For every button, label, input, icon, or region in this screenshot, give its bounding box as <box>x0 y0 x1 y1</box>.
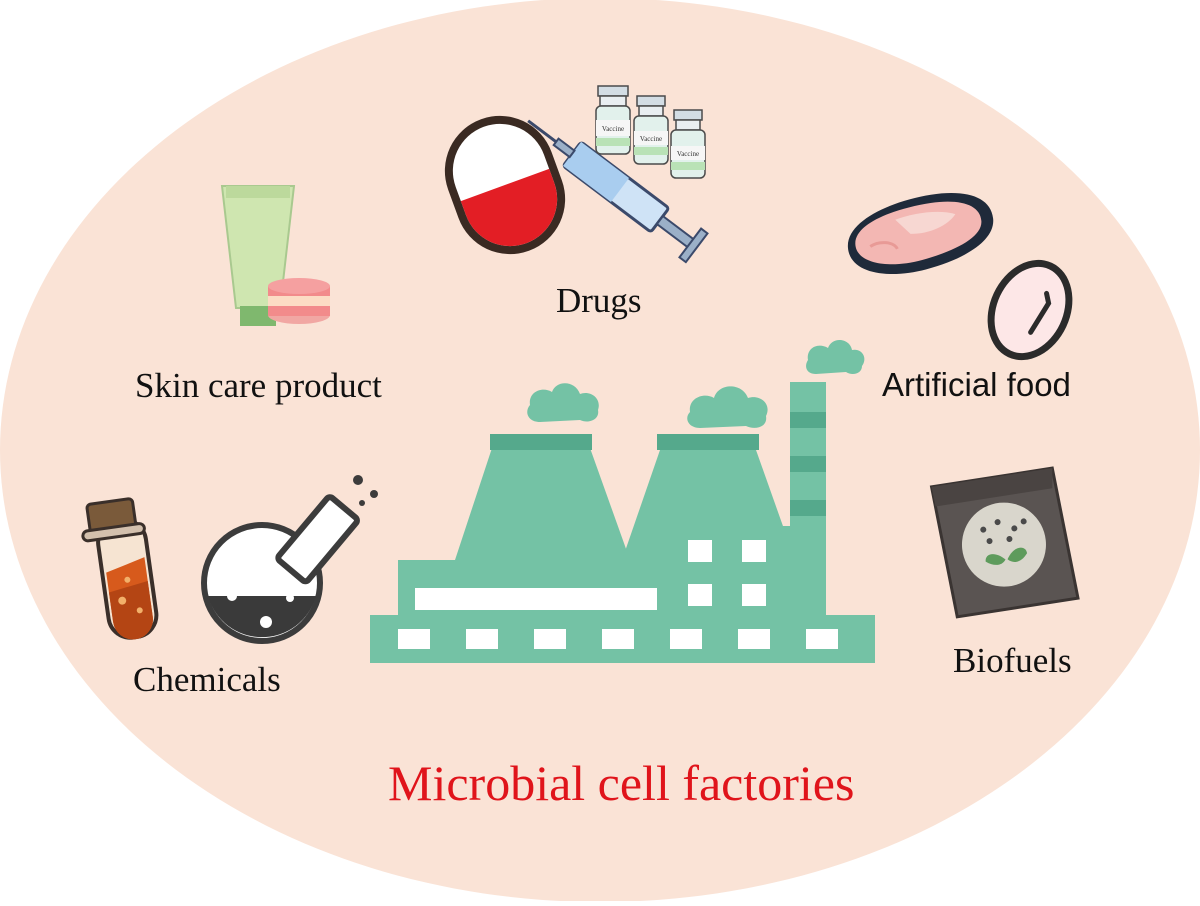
syringe-icon <box>527 119 709 264</box>
vial-label: Vaccine <box>640 135 662 143</box>
label-skin-care-product: Skin care product <box>135 366 382 405</box>
factory-icon <box>370 339 875 663</box>
label-drugs: Drugs <box>556 281 642 320</box>
test-tube-icon <box>81 497 159 640</box>
artificial-egg-icon <box>987 259 1073 361</box>
vaccine-vial-icon: Vaccine Vaccine Vaccine <box>595 85 706 179</box>
biofuel-bag-icon <box>929 466 1080 619</box>
label-biofuels: Biofuels <box>953 641 1072 680</box>
label-artificial-food: Artificial food <box>882 366 1071 403</box>
vial-label: Vaccine <box>677 150 699 158</box>
pill-capsule-icon <box>444 115 566 255</box>
flask-icon <box>201 475 378 644</box>
skin-care-tube-icon <box>220 185 330 326</box>
label-chemicals: Chemicals <box>133 660 281 699</box>
meat-steak-icon <box>847 193 994 274</box>
vial-label: Vaccine <box>602 125 624 133</box>
diagram-title: Microbial cell factories <box>388 755 855 811</box>
